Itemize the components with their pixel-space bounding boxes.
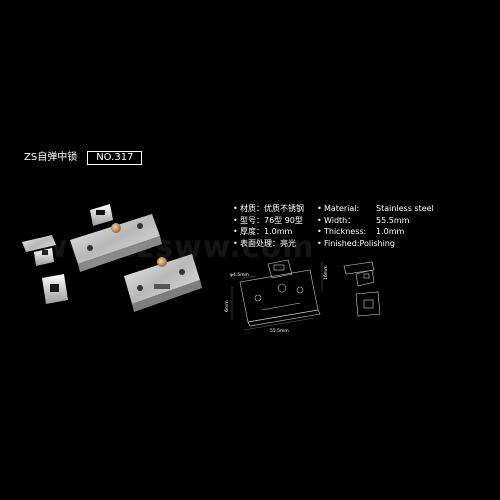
- bullet-icon: •: [317, 215, 322, 225]
- spec-cn-text: 型号：76型 90型: [240, 215, 303, 225]
- spec-en-value: 1.0mm: [376, 227, 405, 236]
- spec-en-value: Stainless steel: [376, 204, 434, 213]
- upper-latch-part: [70, 204, 162, 272]
- spec-cn-text: 材质：优质不锈钢: [240, 204, 304, 213]
- spec-en-label: Material:: [324, 204, 360, 213]
- spec-en-value: 55.5mm: [376, 215, 410, 225]
- lower-latch-part: [124, 254, 202, 312]
- spec-en-label: Thickness:: [324, 227, 367, 236]
- bullet-icon: •: [317, 227, 322, 236]
- bullet-icon: •: [317, 204, 322, 213]
- drawing-latch-main: [239, 259, 321, 327]
- bullet-icon: •: [317, 238, 322, 248]
- dim-height-label: 6mm: [224, 300, 230, 312]
- bullet-icon: •: [233, 227, 238, 236]
- product-title-bar: ZS自弹中锁 NO.317: [18, 151, 143, 165]
- spec-list: • 材质：优质不锈钢 • Material: Stainless steel •…: [233, 203, 434, 249]
- series-label: ZS自弹中锁: [24, 152, 78, 163]
- spec-row: • 型号：76型 90型 • Width： 55.5mm: [233, 215, 434, 227]
- spec-cn-text: 厚度：1.0mm: [240, 227, 293, 236]
- drawing-dimensions: [231, 262, 323, 331]
- model-number-badge: NO.317: [87, 151, 143, 165]
- product-photo: [22, 204, 202, 312]
- bullet-icon: •: [233, 204, 238, 213]
- spec-en-label: Width：: [324, 215, 356, 225]
- spec-cn-text: 表面处理：亮光: [240, 238, 296, 248]
- spec-en-label: Finished:Polishing: [324, 238, 395, 248]
- spec-row: • 材质：优质不锈钢 • Material: Stainless steel: [233, 203, 434, 215]
- drawing-strike-plate: [343, 261, 375, 287]
- strike-plate-part: [22, 235, 56, 266]
- dim-hole-label: φ4.5mm: [230, 272, 249, 278]
- spec-row: • 表面处理：亮光 • Finished:Polishing: [233, 238, 434, 250]
- flat-plate-part: [42, 274, 68, 304]
- drawing-flat-plate: [355, 291, 381, 317]
- spec-row: • 厚度：1.0mm • Thickness: 1.0mm: [233, 226, 434, 238]
- dim-side-label: 16mm: [323, 266, 329, 281]
- technical-drawing: φ4.5mm 55.5mm 6mm 16mm: [224, 259, 381, 334]
- dim-width-label: 55.5mm: [270, 328, 289, 334]
- bullet-icon: •: [233, 238, 238, 248]
- bullet-icon: •: [233, 215, 238, 225]
